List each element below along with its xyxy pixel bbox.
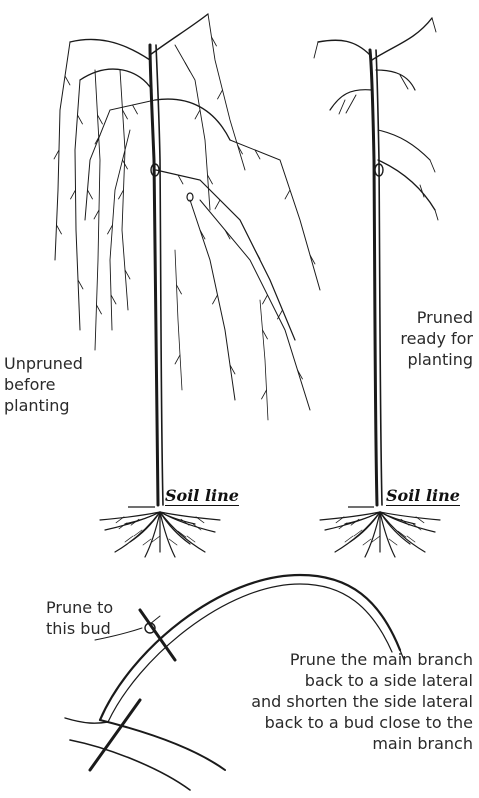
side-lateral xyxy=(70,740,190,790)
branch xyxy=(318,40,370,55)
twig xyxy=(285,190,290,199)
root xyxy=(193,524,201,530)
instruction-line: main branch xyxy=(251,733,473,754)
twig xyxy=(71,190,76,199)
branch xyxy=(150,14,208,55)
branch xyxy=(85,100,155,220)
bud-leader xyxy=(150,616,160,624)
unpruned-label-line: before xyxy=(4,374,83,395)
instruction-line: Prune the main branch xyxy=(251,649,473,670)
prune-to-bud-line: Prune to xyxy=(46,597,113,618)
branch xyxy=(372,18,432,60)
trunk xyxy=(370,50,377,505)
root xyxy=(363,539,371,545)
soil-line-label-left: Soil line xyxy=(165,486,239,505)
twig xyxy=(78,115,83,124)
branch xyxy=(155,99,230,140)
root xyxy=(145,512,160,557)
branch xyxy=(175,250,182,390)
prune-to-bud-label: Prune to this bud xyxy=(46,597,113,639)
branch xyxy=(376,70,415,90)
twig xyxy=(215,200,220,209)
root xyxy=(325,512,380,530)
twig xyxy=(185,63,190,72)
instruction-line: back to a side lateral xyxy=(251,670,473,691)
pruned-tree xyxy=(314,18,440,557)
pruned-label: Pruned ready for planting xyxy=(400,307,473,370)
branch xyxy=(378,130,430,160)
branch xyxy=(156,170,295,340)
branch xyxy=(378,160,435,210)
root xyxy=(169,539,177,545)
soil-line-label-right: Soil line xyxy=(386,486,460,505)
instruction-line: and shorten the side lateral xyxy=(251,691,473,712)
twig xyxy=(54,150,59,159)
root xyxy=(143,539,151,545)
twig xyxy=(133,105,138,114)
branch xyxy=(330,90,372,110)
branch xyxy=(200,200,310,410)
twig xyxy=(94,210,99,219)
branch xyxy=(260,300,268,420)
root xyxy=(105,512,160,530)
branch xyxy=(70,39,150,60)
twig xyxy=(65,76,70,85)
branch xyxy=(190,200,235,400)
unpruned-label-line: planting xyxy=(4,395,83,416)
twig xyxy=(119,190,124,199)
pruning-instructions: Prune the main branch back to a side lat… xyxy=(251,649,473,754)
pruned-label-line: Pruned xyxy=(400,307,473,328)
twig xyxy=(278,310,283,319)
twig xyxy=(218,90,223,99)
twig xyxy=(195,110,200,119)
twig xyxy=(175,355,180,364)
twig xyxy=(177,285,182,294)
twig xyxy=(57,225,62,234)
root xyxy=(413,524,421,530)
root xyxy=(365,512,380,557)
twig xyxy=(262,390,267,399)
branch xyxy=(55,42,70,260)
unpruned-tree xyxy=(54,14,320,557)
twig xyxy=(111,295,116,304)
pruned-label-line: planting xyxy=(400,349,473,370)
twig xyxy=(97,305,102,314)
root xyxy=(389,539,397,545)
branch xyxy=(230,140,320,290)
branch xyxy=(208,14,245,170)
branch xyxy=(80,69,152,90)
twig xyxy=(255,250,260,259)
prune-to-bud-line: this bud xyxy=(46,618,113,639)
trunk xyxy=(150,45,158,505)
twig xyxy=(213,295,218,304)
unpruned-label: Unpruned before planting xyxy=(4,353,83,416)
twig xyxy=(420,160,438,220)
instruction-line: back to a bud close to the xyxy=(251,712,473,733)
twig xyxy=(88,190,93,199)
twig xyxy=(263,295,268,304)
unpruned-label-line: Unpruned xyxy=(4,353,83,374)
pruned-label-line: ready for xyxy=(400,328,473,349)
